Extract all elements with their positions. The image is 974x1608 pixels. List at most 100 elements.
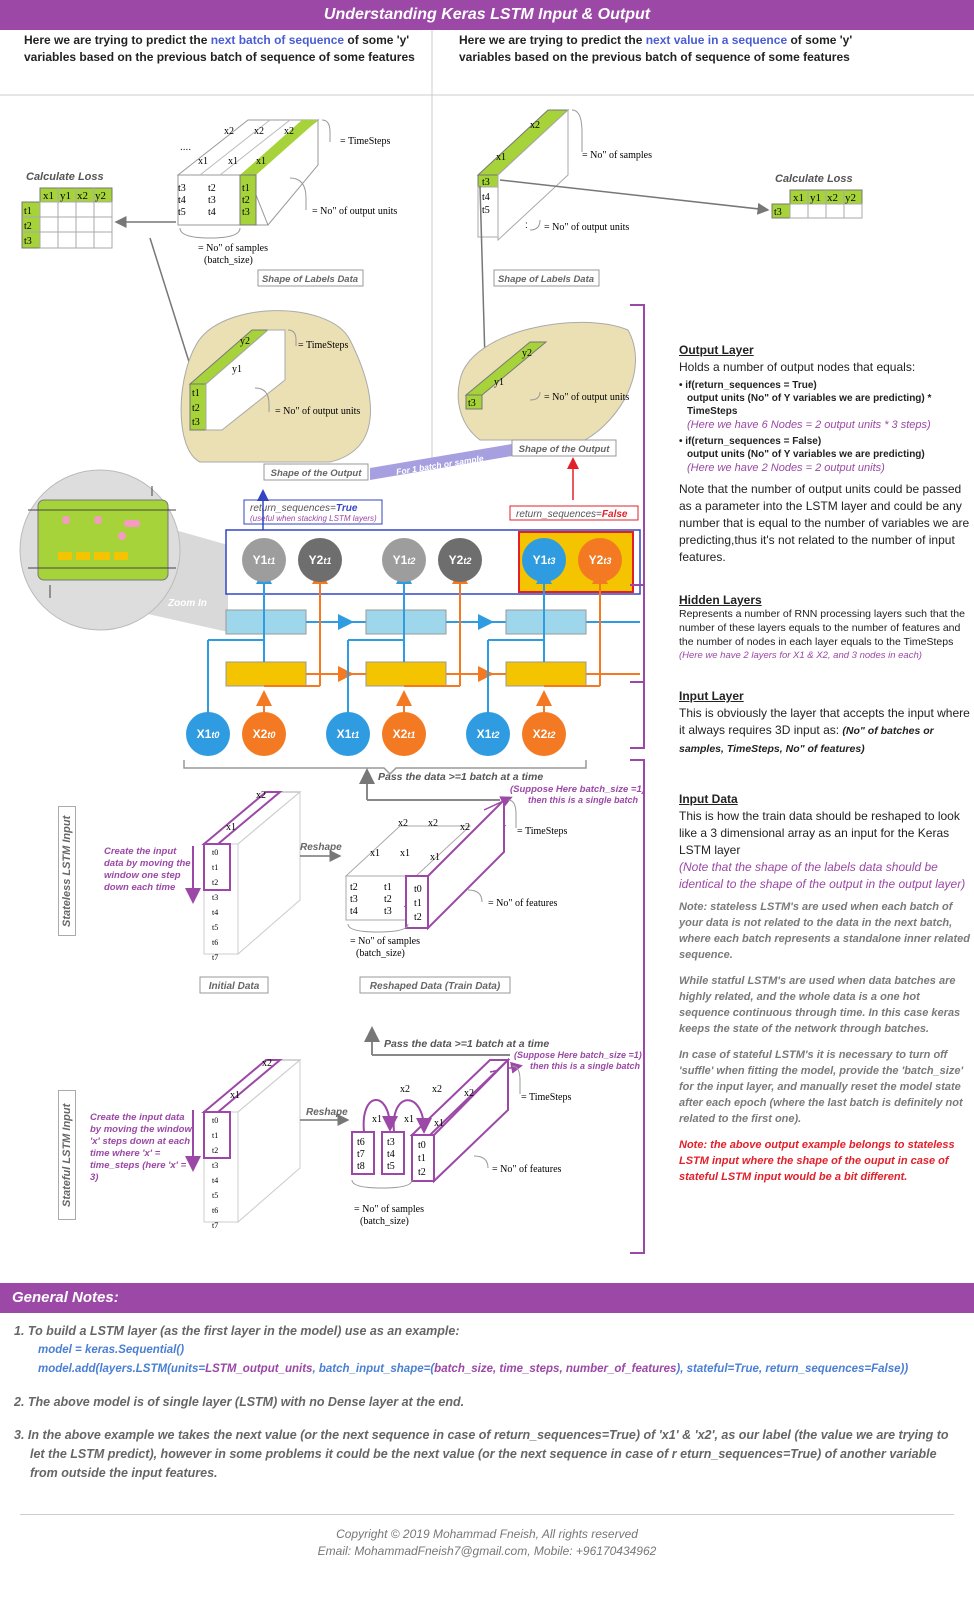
node-y2-t2: Y2t2 (449, 553, 472, 567)
svg-text:t1: t1 (414, 898, 422, 909)
footer: Copyright © 2019 Mohammad Fneish, All ri… (0, 1526, 974, 1560)
svg-text:t3: t3 (384, 906, 392, 917)
node-y1-t1: Y1t1 (253, 553, 276, 567)
svg-text:t5: t5 (482, 205, 490, 216)
stateful-note: Create the input data by moving the wind… (90, 1112, 192, 1183)
svg-text:x2: x2 (262, 1058, 272, 1069)
node-y2-t3: Y2t3 (589, 553, 612, 567)
svg-text:t2: t2 (418, 1167, 426, 1178)
svg-text:t2: t2 (212, 878, 218, 887)
labels-cube-right: t3 t4 t5 x1 x2 : (476, 108, 570, 242)
label-samples-4: = No" of samples (354, 1204, 424, 1215)
hidden-layer-2 (225, 661, 587, 687)
svg-text:y2: y2 (845, 192, 856, 204)
svg-text:t3: t3 (482, 177, 490, 188)
output-layer-heading: Output Layer (679, 343, 754, 357)
loss-table-left: x1 y1 x2 y2 t1 t2 t3 (21, 187, 113, 249)
initial-data-label-1: Initial Data (209, 981, 260, 992)
node-x1-t1: X1t1 (337, 727, 360, 741)
label-samples-2: = No" of samples (582, 150, 652, 161)
reshaped-data-stateful: t6 t7 t8 t3 t4 t5 t0 t1 t2 x1 x1 x1 x2 x… (351, 1057, 511, 1184)
input-nodes (186, 712, 566, 756)
svg-text::: : (525, 220, 528, 231)
initial-data-stateful: t0 t1 t2 t3 t4 t5 t6 t7 x1 x2 (201, 1058, 302, 1230)
svg-text:t4: t4 (482, 192, 490, 203)
svg-text:x1: x1 (228, 156, 238, 167)
initial-data-stateless: t0 t1 t2 t3 t4 t5 t6 t7 x1 x2 (201, 790, 302, 962)
stateful-label: Stateful LSTM Input (58, 1090, 76, 1220)
single-batch-1: then this is a single batch (528, 795, 639, 805)
node-x2-t0: X2t0 (253, 727, 276, 741)
node-y2-t1: Y2t1 (309, 553, 332, 567)
calc-loss-right: Calculate Loss (775, 173, 853, 185)
zoom-in-label: Zoom In (167, 598, 207, 609)
svg-text:x2: x2 (224, 126, 234, 137)
svg-text:t2: t2 (414, 912, 422, 923)
copyright: Copyright © 2019 Mohammad Fneish, All ri… (336, 1527, 638, 1541)
svg-text:t4: t4 (208, 207, 216, 218)
label-output-units-4: = No" of output units (544, 392, 629, 403)
suppose-1: (Suppose Here batch_size =1) (510, 784, 645, 795)
svg-text:t2: t2 (350, 882, 358, 893)
label-features-1: = No" of features (488, 898, 558, 909)
lstm-cell-zoom (19, 469, 228, 632)
svg-text:y1: y1 (60, 190, 71, 202)
stateless-label: Stateless LSTM Input (58, 806, 76, 936)
label-timesteps-2: = TimeSteps (298, 340, 348, 351)
svg-text:t0: t0 (414, 884, 422, 895)
general-notes-title: General Notes: (0, 1283, 974, 1313)
input-layer-desc: Input Layer This is obviously the layer … (679, 689, 970, 755)
svg-text:t3: t3 (192, 417, 200, 428)
svg-text:t3: t3 (212, 893, 218, 902)
svg-text:x1: x1 (230, 1090, 240, 1101)
svg-text:x2: x2 (460, 822, 470, 833)
label-samples-1: = No" of samples (198, 243, 268, 254)
rs-false-label: return_sequences=False (516, 509, 628, 520)
svg-text:x2: x2 (400, 1084, 410, 1095)
svg-text:t0: t0 (212, 848, 218, 857)
note-2: 2. The above model is of single layer (L… (14, 1395, 465, 1409)
svg-text:t4: t4 (350, 906, 358, 917)
svg-text:x1: x1 (43, 190, 54, 202)
label-samples-3: = No" of samples (350, 936, 420, 947)
svg-text:t0: t0 (418, 1140, 426, 1151)
svg-text:t4: t4 (212, 908, 218, 917)
output-nodes (242, 538, 622, 582)
reshape-2: Reshape (306, 1107, 348, 1118)
svg-text:x2: x2 (432, 1084, 442, 1095)
node-y1-t2: Y1t2 (393, 553, 416, 567)
rs-true-label: return_sequences=True (250, 503, 358, 514)
svg-text:t5: t5 (212, 923, 218, 932)
label-features-2: = No" of features (492, 1164, 562, 1175)
calc-loss-left: Calculate Loss (26, 171, 104, 183)
code-add-lstm: model.add(layers.LSTM(units=LSTM_output_… (38, 1363, 909, 1375)
hidden-layer-1 (225, 609, 587, 635)
svg-text:t4: t4 (178, 195, 186, 206)
svg-text:t7: t7 (357, 1149, 365, 1160)
svg-text:x1: x1 (370, 848, 380, 859)
svg-text:t1: t1 (242, 183, 250, 194)
svg-text:x2: x2 (464, 1088, 474, 1099)
svg-text:t3: t3 (774, 207, 782, 218)
svg-text:t3: t3 (468, 398, 476, 409)
svg-text:t7: t7 (212, 1221, 218, 1230)
svg-text:x1: x1 (198, 156, 208, 167)
svg-text:t4: t4 (387, 1149, 395, 1160)
svg-text:x1: x1 (434, 1118, 444, 1129)
svg-text:t4: t4 (212, 1176, 218, 1185)
svg-text:x2: x2 (77, 190, 88, 202)
label-batch-size-4: (batch_size) (360, 1216, 409, 1227)
svg-text:t1: t1 (418, 1153, 426, 1164)
label-output-units-2: = No" of output units (544, 222, 629, 233)
svg-text:t1: t1 (24, 206, 32, 217)
shape-labels-left: Shape of Labels Data (262, 274, 358, 285)
svg-text:x1: x1 (226, 822, 236, 833)
reshape-1: Reshape (300, 842, 342, 853)
note-3: 3. In the above example we takes the nex… (14, 1428, 949, 1480)
svg-text:y2: y2 (240, 336, 250, 347)
node-y1-t3: Y1t3 (533, 553, 556, 567)
reshaped-data-label: Reshaped Data (Train Data) (370, 981, 501, 992)
shape-output-left: Shape of the Output (271, 468, 363, 479)
header-right: Here we are trying to predict the next v… (459, 33, 853, 64)
svg-text:x2: x2 (256, 790, 266, 801)
